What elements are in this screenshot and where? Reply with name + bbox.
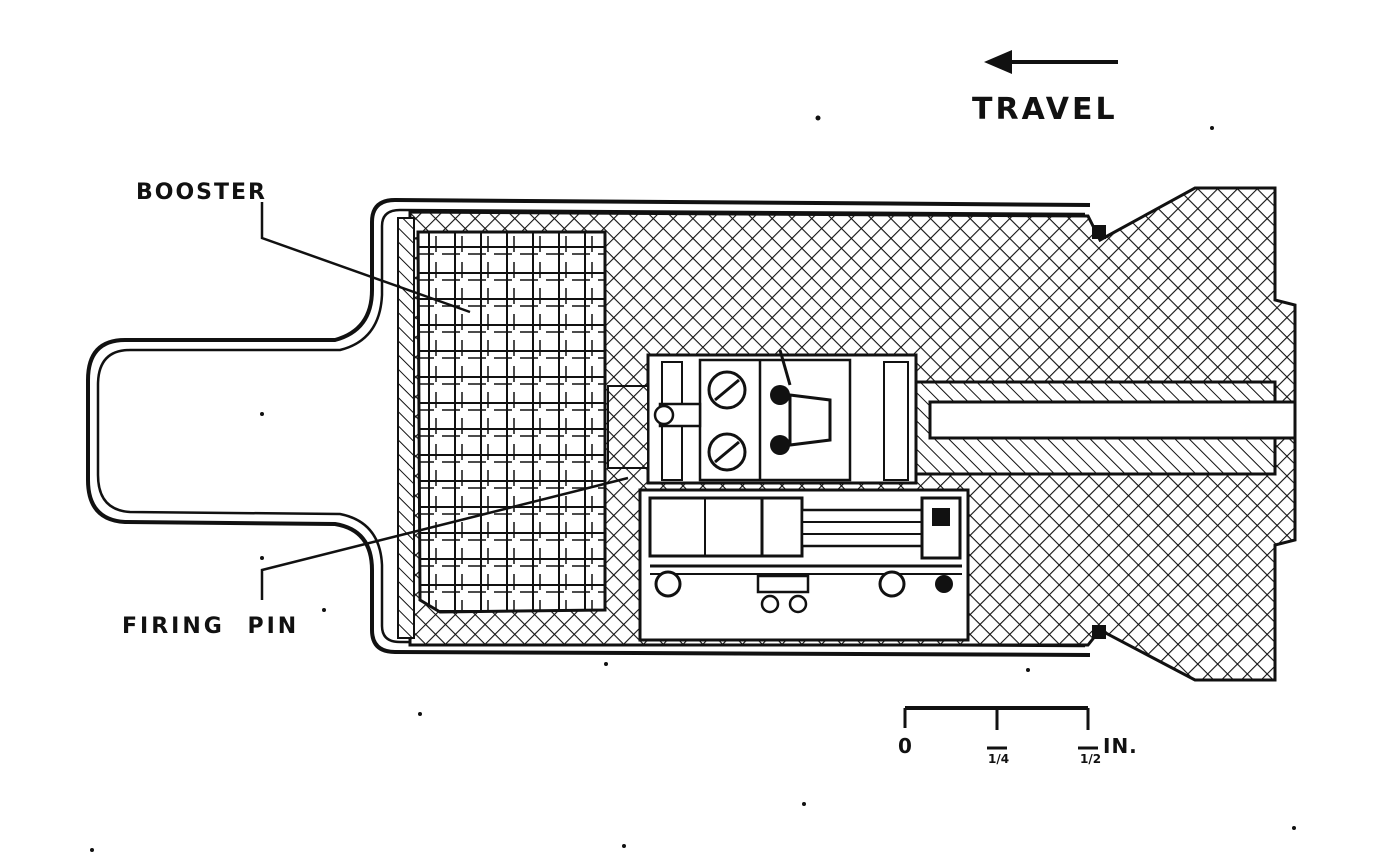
arming-mechanism <box>648 496 962 614</box>
booster-cup-wall <box>397 217 415 639</box>
booster-charge <box>416 230 607 614</box>
travel-arrow-icon <box>984 50 1118 74</box>
firing-pin-label: FIRING PIN <box>122 614 300 639</box>
booster-label: BOOSTER <box>136 180 267 205</box>
travel-label: TRAVEL <box>972 92 1118 127</box>
scale-tick-half: 1/2 <box>1080 752 1102 766</box>
booster-leader-line <box>260 202 471 314</box>
scale-bar <box>903 706 1098 750</box>
firing-mechanism <box>607 349 918 485</box>
outer-casing <box>86 197 1091 657</box>
scale-tick-quarter: 1/4 <box>988 752 1010 766</box>
scale-unit: IN. <box>1103 734 1138 758</box>
firing-pin-leader-line <box>260 476 629 600</box>
axial-bore <box>913 380 1297 476</box>
print-specks <box>90 115 1296 852</box>
scale-tick-zero: 0 <box>898 734 912 758</box>
